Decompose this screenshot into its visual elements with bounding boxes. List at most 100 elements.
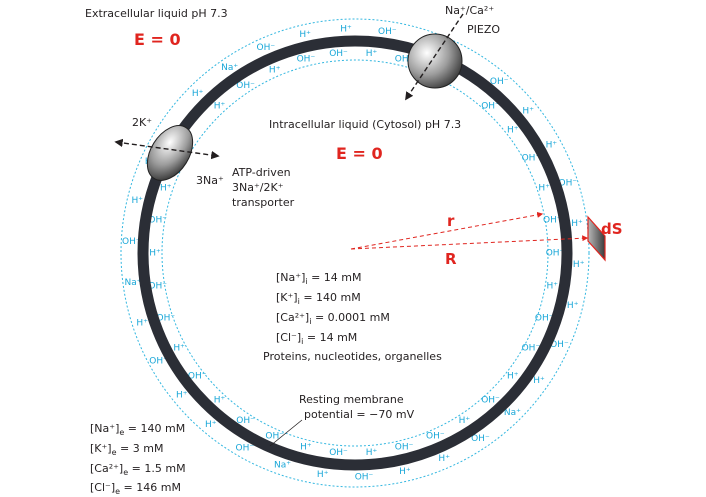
piezo-ions-label: Na⁺/Ca²⁺ [445,4,494,17]
proton-ion-glyph: H⁺ [214,101,226,111]
proton-ion-glyph: H⁺ [571,219,583,229]
proton-ion-glyph: H⁺ [340,25,352,35]
vector-R-arrow [350,235,589,250]
hydroxide-ion-glyph: OH⁻ [156,313,175,323]
intracellular-label: Intracellular liquid (Cytosol) pH 7.3 [269,118,461,131]
inner-dotted-layer [161,59,549,447]
sodium-ion-glyph: Na⁺ [504,408,521,418]
hydroxide-ion-glyph: OH⁻ [490,77,509,87]
hydroxide-ion-glyph: OH⁻ [148,216,167,226]
proton-ion-glyph: H⁺ [366,49,378,59]
intracellular-cl: [Cl⁻]i = 14 mM [276,331,357,346]
hydroxide-ion-glyph: OH⁻ [543,216,562,226]
extracellular-ca: [Ca²⁺]e = 1.5 mM [90,462,186,477]
proton-ion-glyph: H⁺ [132,196,144,206]
hydroxide-ion-glyph: OH⁻ [426,432,445,442]
proton-ion-glyph: H⁺ [317,470,329,480]
hydroxide-ion-glyph: OH⁻ [395,442,414,452]
vector-R-label: R [445,250,457,268]
intracellular-k: [K⁺]i = 140 mM [276,291,361,306]
resting-potential-leader [269,419,303,447]
hydroxide-ion-glyph: OH⁻ [188,371,207,381]
proton-ion-glyph: H⁺ [567,301,579,311]
hydroxide-ion-glyph: OH⁻ [355,472,374,482]
hydroxide-ion-glyph: OH⁻ [535,313,554,323]
vector-r-label: r [447,212,455,230]
hydroxide-ion-glyph: OH⁻ [148,281,167,291]
resting-potential-line-1: Resting membrane [299,393,404,406]
proton-ion-glyph: H⁺ [459,416,471,426]
proton-ion-glyph: H⁺ [160,184,172,194]
transporter-caption-2: 3Na⁺/2K⁺ [232,181,284,194]
proton-ion-glyph: H⁺ [573,260,585,270]
extracellular-na: [Na⁺]e = 140 mM [90,422,185,437]
proton-ion-glyph: H⁺ [299,30,311,40]
intracellular-ion-layer: OH⁻H⁺OH⁻OH⁻H⁺OH⁻H⁺OH⁻OH⁻H⁺OH⁻H⁺OH⁻OH⁻H⁺O… [148,49,564,458]
proton-ion-glyph: H⁺ [522,107,534,117]
cell-membrane [137,35,573,471]
proton-ion-glyph: H⁺ [192,89,204,99]
transporter-caption-3: transporter [232,196,295,209]
outer-dotted-layer [120,18,590,488]
hydroxide-ion-glyph: OH⁻ [378,27,397,37]
intracellular-other: Proteins, nucleotides, organelles [263,350,442,363]
hydroxide-ion-glyph: OH⁻ [395,55,414,65]
proton-ion-glyph: H⁺ [149,249,161,259]
sodium-ion-glyph: Na⁺ [125,278,142,288]
proton-ion-glyph: H⁺ [547,281,559,291]
hydroxide-ion-glyph: OH⁻ [297,55,316,65]
hydroxide-ion-glyph: OH⁻ [235,444,254,454]
proton-ion-glyph: H⁺ [214,396,226,406]
proton-ion-glyph: H⁺ [173,344,185,354]
proton-ion-glyph: H⁺ [507,126,519,136]
proton-ion-glyph: H⁺ [300,442,312,452]
proton-ion-glyph: H⁺ [399,467,411,477]
transporter-flux-arrow [114,138,220,160]
hydroxide-ion-glyph: OH⁻ [471,434,490,444]
hydroxide-ion-glyph: OH⁻ [149,356,168,366]
hydroxide-ion-glyph: OH⁻ [558,179,577,189]
extracellular-k: [K⁺]e = 3 mM [90,442,163,457]
piezo-channel [405,13,464,101]
proton-ion-glyph: H⁺ [538,184,550,194]
hydroxide-ion-glyph: OH⁻ [329,49,348,59]
hydroxide-ion-glyph: OH⁻ [522,344,541,354]
piezo-name-label: PIEZO [467,23,500,36]
hydroxide-ion-glyph: OH⁻ [256,43,275,53]
proton-ion-glyph: H⁺ [136,318,148,328]
hydroxide-ion-glyph: OH⁻ [329,448,348,458]
hydroxide-ion-glyph: OH⁻ [236,81,255,91]
hydroxide-ion-glyph: OH⁻ [236,416,255,426]
intracellular-ca: [Ca²⁺]i = 0.0001 mM [276,311,390,326]
position-vectors [350,211,606,262]
hydroxide-ion-glyph: OH⁻ [550,340,569,350]
proton-ion-glyph: H⁺ [366,448,378,458]
hydroxide-ion-glyph: OH⁻ [481,396,500,406]
transporter-na-label: 3Na⁺ [196,174,224,187]
piezo-protein-icon [407,33,463,89]
proton-ion-glyph: H⁺ [507,371,519,381]
extracellular-cl: [Cl⁻]e = 146 mM [90,481,181,496]
resting-potential-line-2: potential = −70 mV [304,408,415,421]
transporter-caption-1: ATP-driven [232,166,291,179]
field-inside-label: E = 0 [336,144,383,163]
vector-r-arrow [350,211,544,250]
piezo-flux-arrow [405,13,464,101]
proton-ion-glyph: H⁺ [533,376,545,386]
proton-ion-glyph: H⁺ [205,420,217,430]
hydroxide-ion-glyph: OH⁻ [122,237,141,247]
sodium-ion-glyph: Na⁺ [221,63,238,73]
transporter-k-label: 2K⁺ [132,116,152,129]
extracellular-label: Extracellular liquid pH 7.3 [85,7,228,20]
hydroxide-ion-glyph: OH⁻ [481,101,500,111]
proton-ion-glyph: H⁺ [546,141,558,151]
surface-element-label: dS [601,220,623,238]
proton-ion-glyph: H⁺ [176,391,188,401]
proton-ion-glyph: H⁺ [269,65,281,75]
proton-ion-glyph: H⁺ [438,454,450,464]
hydroxide-ion-glyph: OH⁻ [522,153,541,163]
atp-transporter [114,125,220,181]
sodium-ion-glyph: Na⁺ [274,460,291,470]
intracellular-na: [Na⁺]i = 14 mM [276,271,362,286]
